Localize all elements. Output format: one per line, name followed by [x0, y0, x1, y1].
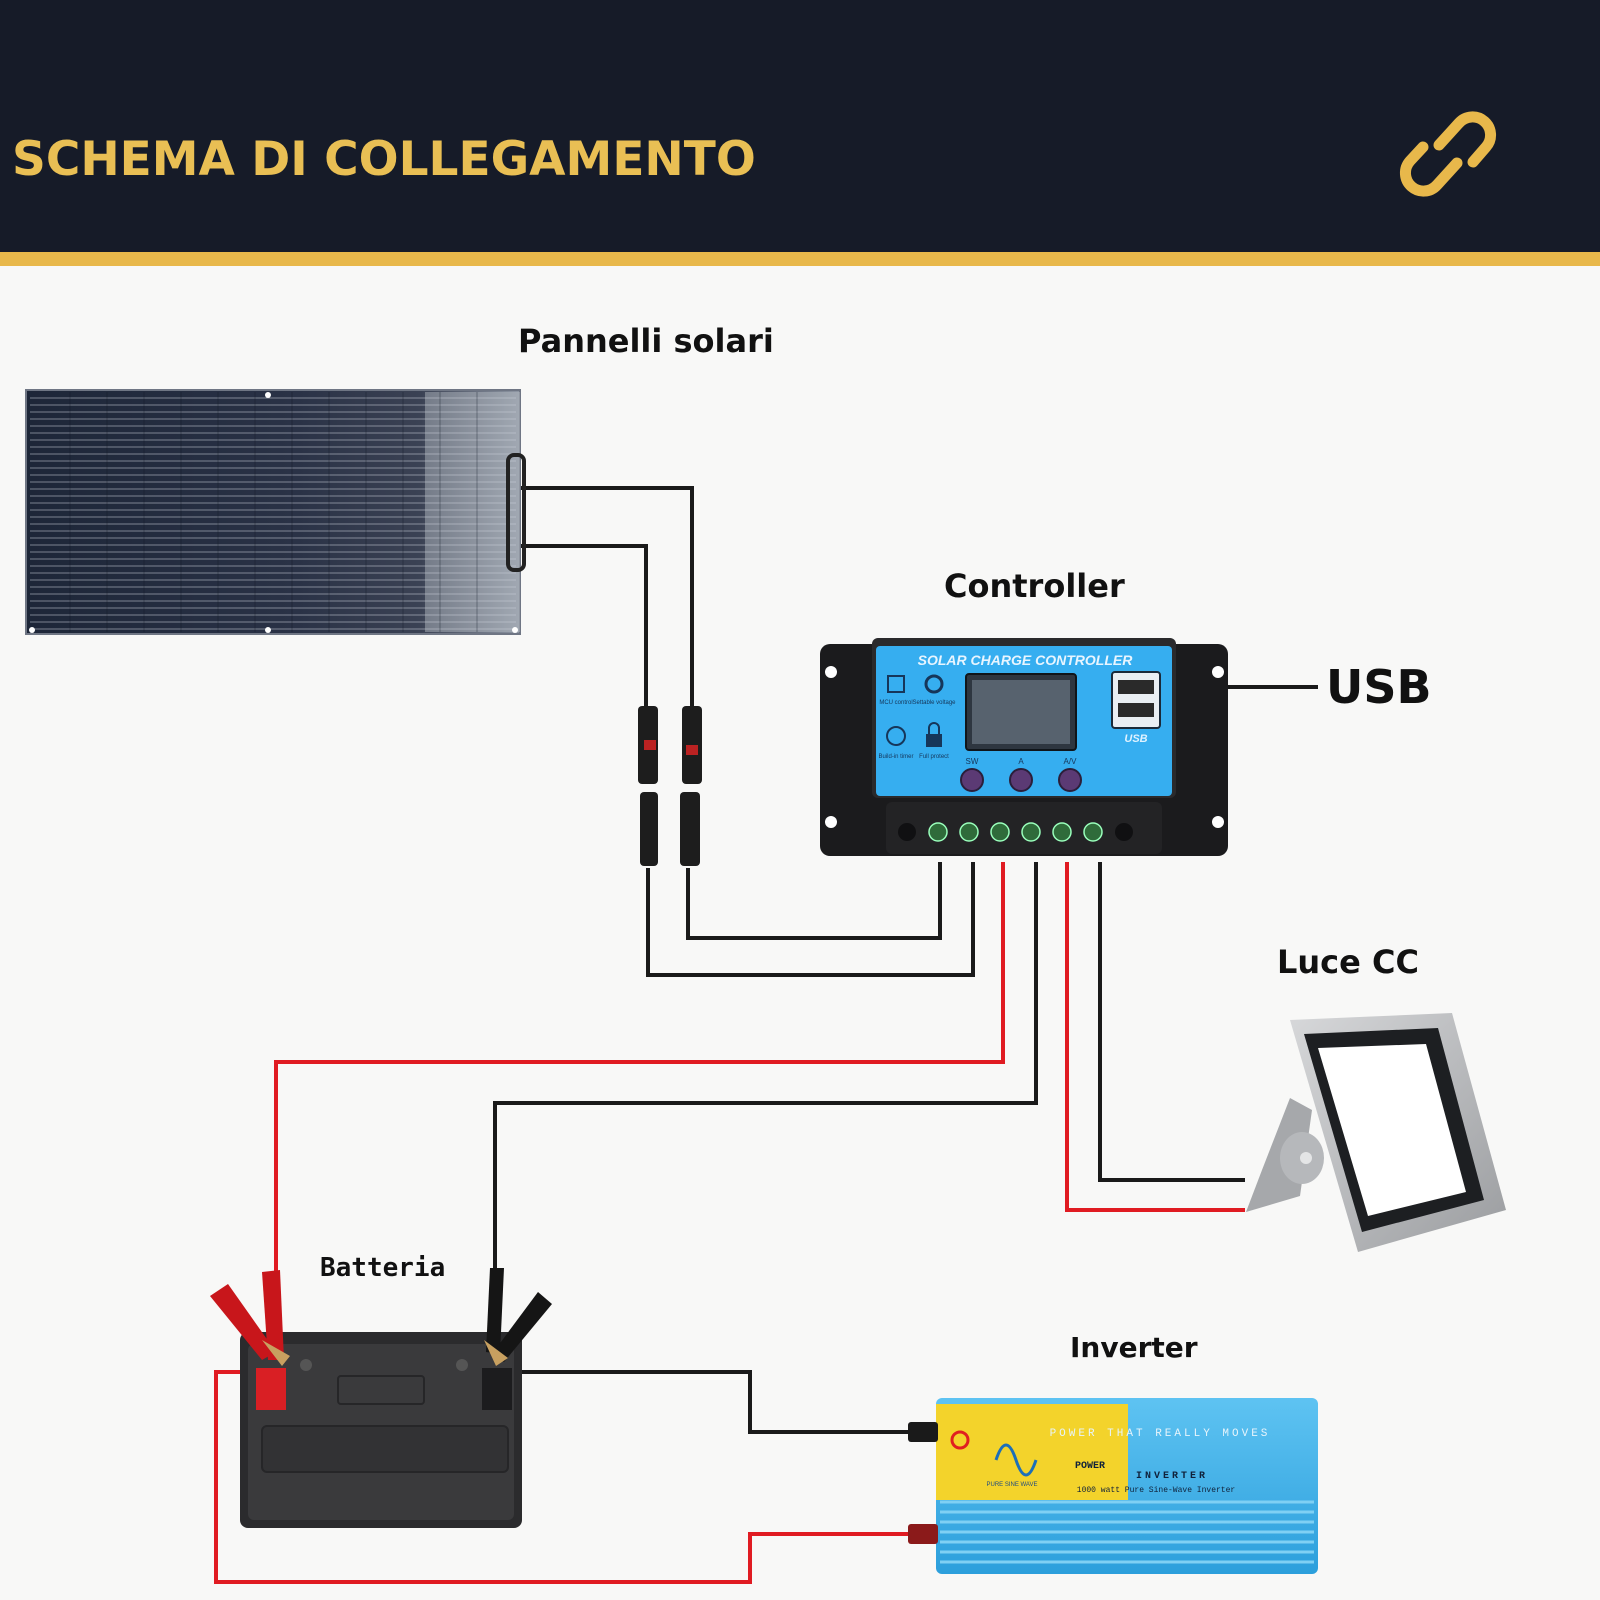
label-usb: USB: [1326, 660, 1432, 714]
label-controller: Controller: [944, 567, 1125, 605]
label-solar-panel: Pannelli solari: [518, 322, 774, 360]
controller-terminal: [959, 822, 979, 842]
controller-terminal: [1115, 823, 1133, 841]
controller-button-label-a: A: [1018, 757, 1024, 766]
power-inverter: PURE SINE WAVE POWER THAT REALLY MOVES P…: [908, 1398, 1318, 1574]
inverter-wave-caption: PURE SINE WAVE: [986, 1482, 1037, 1488]
wire-panel-negative: [518, 486, 694, 708]
solar-panel: [25, 389, 526, 635]
inverter-spec: 1000 watt Pure Sine-Wave Inverter: [1077, 1486, 1236, 1495]
controller-terminal: [1021, 822, 1041, 842]
dc-floodlight: [1246, 1013, 1506, 1252]
label-dc-light: Luce CC: [1277, 943, 1419, 981]
controller-terminal: [1052, 822, 1072, 842]
page-title: SCHEMA DI COLLEGAMENTO: [12, 132, 756, 187]
controller-usb-marking: USB: [1124, 733, 1147, 745]
header-accent-stripe: [0, 252, 1600, 266]
controller-icon-label-voltage: Settable voltage: [912, 700, 956, 706]
controller-icon-label-protect: Full protect: [919, 754, 949, 760]
link-icon: [1399, 111, 1497, 197]
controller-terminal: [898, 823, 916, 841]
controller-icon-label-mcu: MCU control: [879, 700, 912, 706]
inverter-brand-power: POWER: [1075, 1461, 1105, 1472]
controller-button-label-sw: SW: [966, 757, 979, 766]
controller-title: SOLAR CHARGE CONTROLLER: [918, 652, 1134, 668]
wire-pv-positive: [646, 862, 975, 977]
inverter-fins: [940, 1500, 1314, 1564]
wire-inverter-negative: [518, 1370, 910, 1434]
charge-controller: SOLAR CHARGE CONTROLLER MCU control Sett…: [820, 638, 1228, 856]
controller-terminal: [1083, 822, 1103, 842]
wires: [214, 486, 1318, 1584]
wire-battery-negative: [493, 862, 1038, 1272]
controller-terminal: [928, 822, 948, 842]
controller-button-label-av: A/V: [1064, 757, 1078, 766]
panel-cell-lines: [30, 392, 516, 632]
mc4-connectors: [638, 706, 702, 866]
battery: [240, 1332, 522, 1528]
battery-clips: [210, 1268, 552, 1366]
header-bar: [0, 0, 1600, 252]
inverter-slogan: POWER THAT REALLY MOVES: [1050, 1428, 1271, 1440]
controller-terminals: [898, 822, 1133, 842]
wire-battery-positive: [274, 862, 1005, 1272]
label-battery: Batteria: [320, 1253, 446, 1283]
wire-panel-positive: [518, 544, 648, 708]
wire-light-positive: [1065, 862, 1245, 1212]
wire-pv-negative: [686, 862, 942, 940]
wire-inverter-positive: [214, 1370, 910, 1584]
controller-icon-label-timer: Build-in timer: [878, 754, 913, 760]
controller-buttons: SW A A/V: [960, 757, 1082, 792]
controller-terminal: [990, 822, 1010, 842]
label-inverter: Inverter: [1070, 1331, 1198, 1364]
wire-light-negative: [1098, 862, 1245, 1182]
inverter-brand-inverter: INVERTER: [1136, 1471, 1208, 1482]
